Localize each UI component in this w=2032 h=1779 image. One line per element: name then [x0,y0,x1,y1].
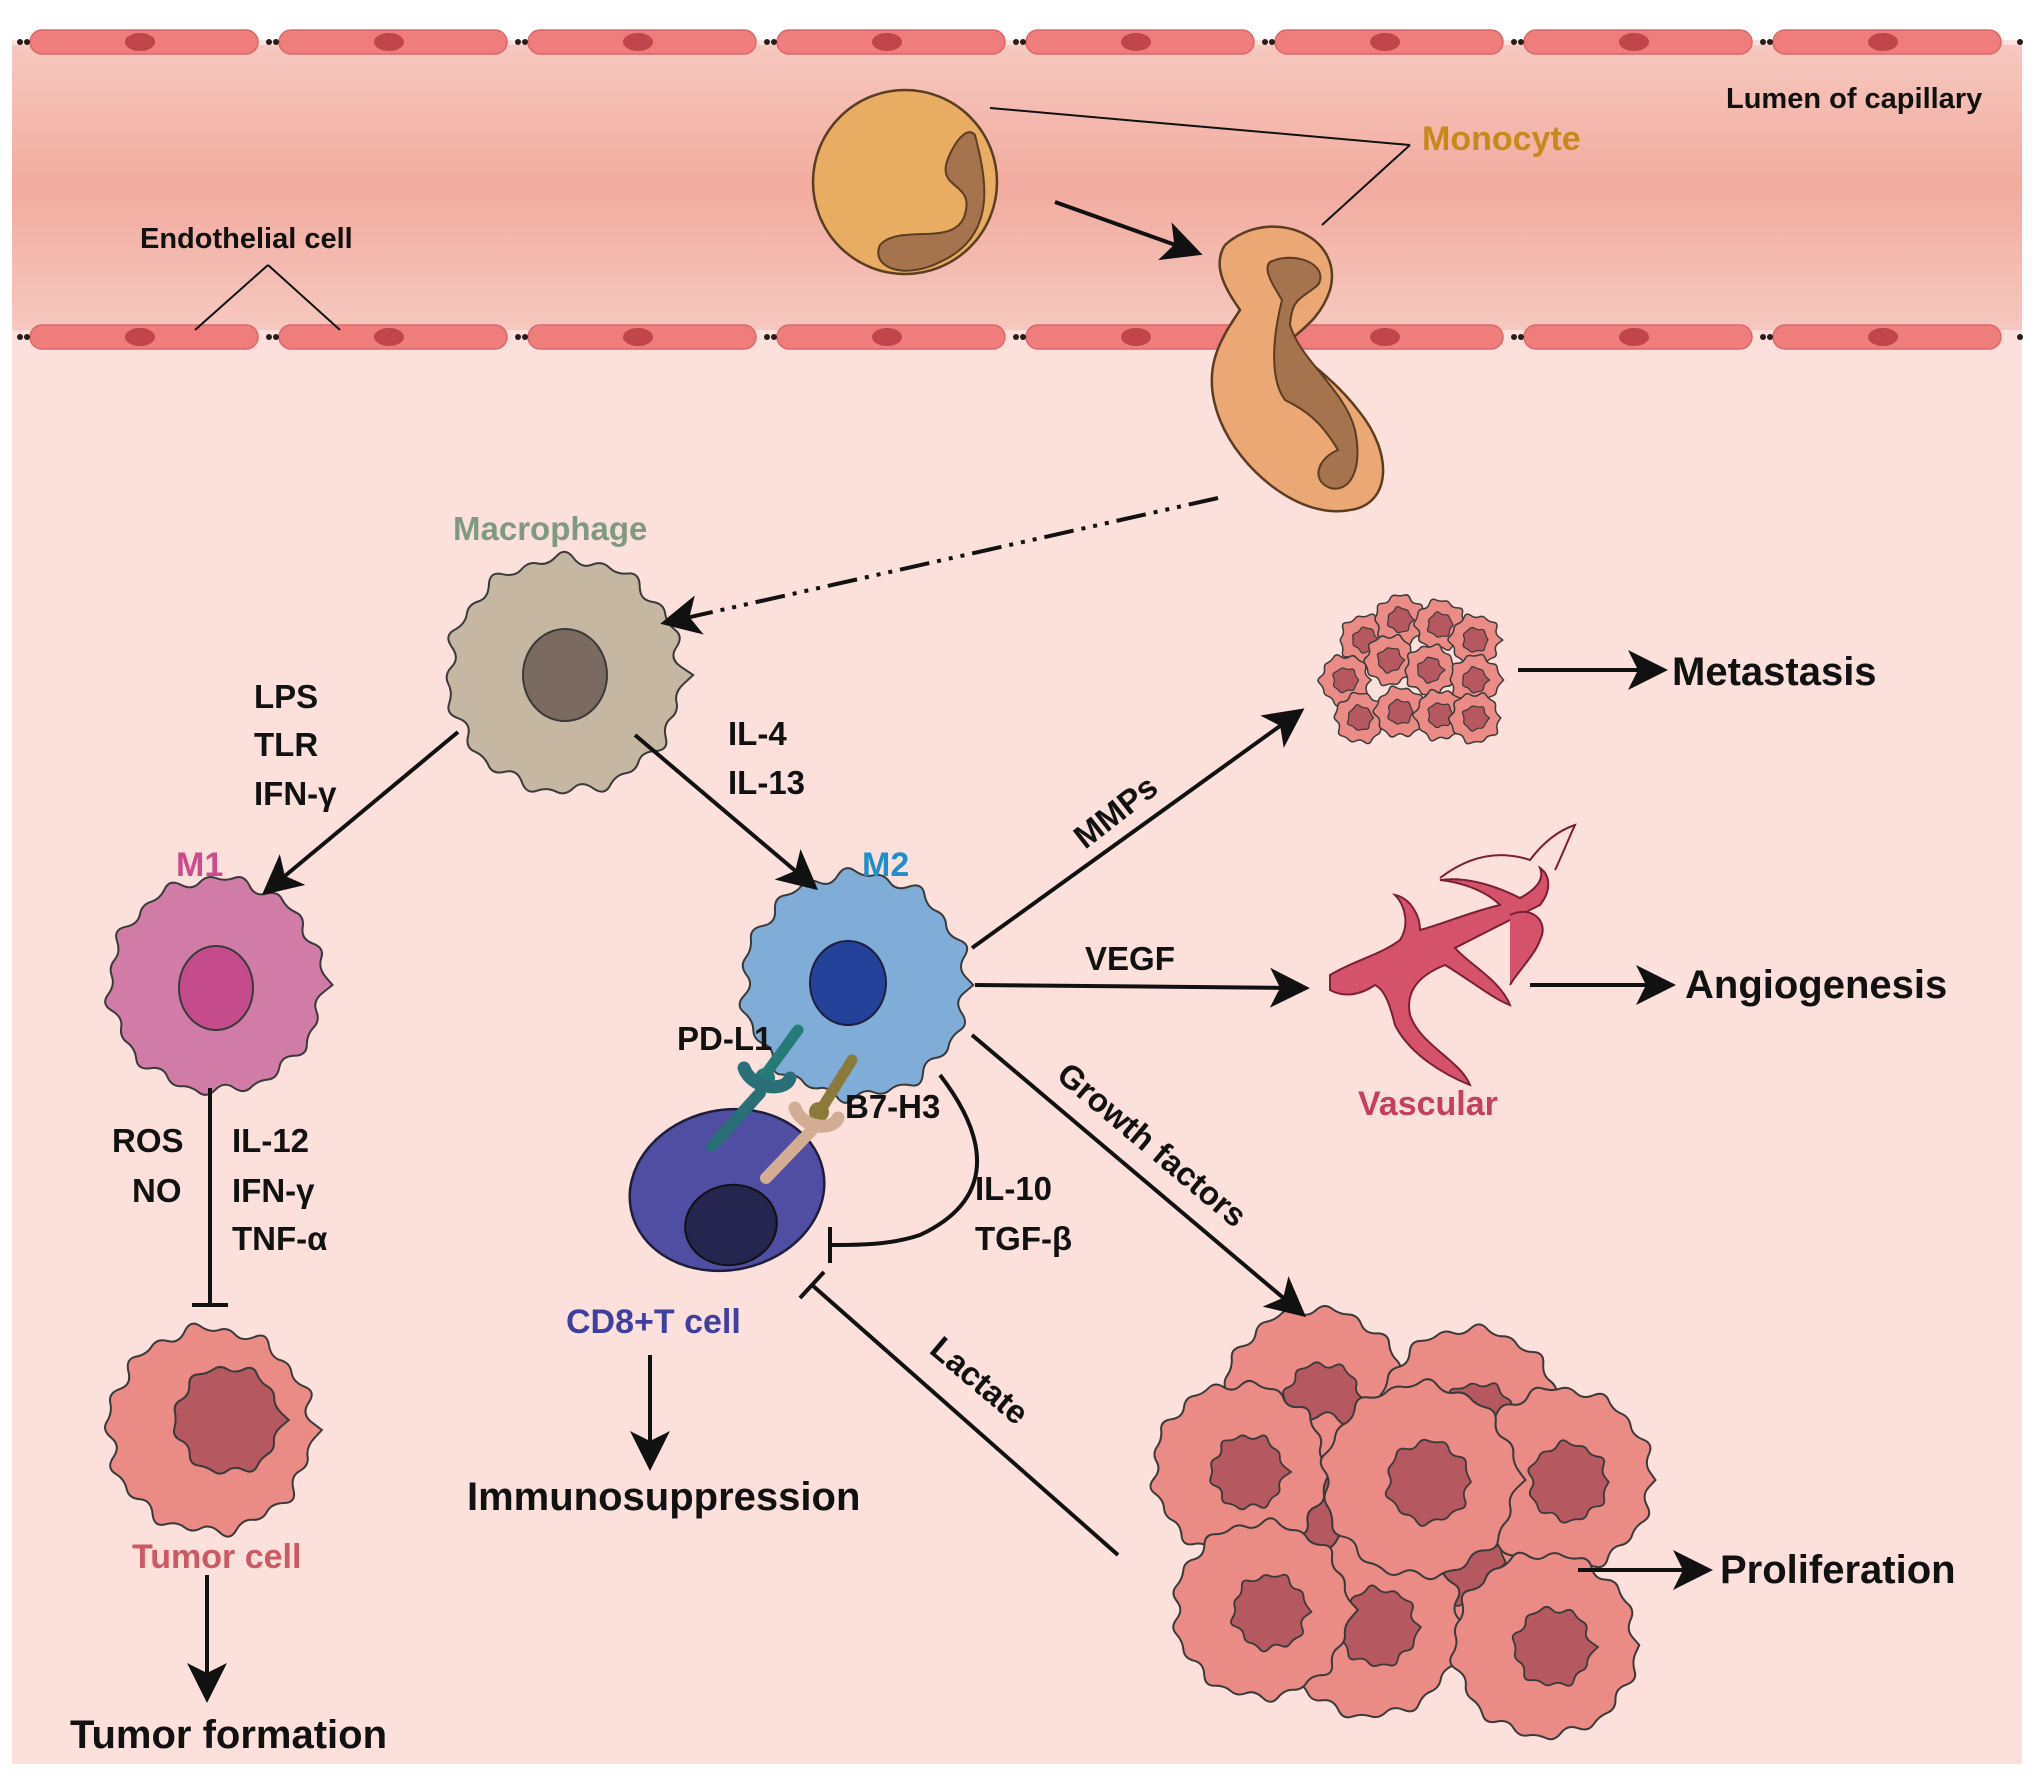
tgfb-label: TGF-β [975,1220,1072,1257]
metastasis-label: Metastasis [1672,650,1877,694]
m1-ros-label: ROS [112,1122,184,1159]
endothelial-cell [1772,29,2002,55]
cd8-t-cell [628,1107,826,1273]
growth-factors-arrow[interactable] [970,1033,1307,1318]
endothelial-label: Endothelial cell [140,223,353,255]
endothelial-cell [1274,324,1504,350]
endothelial-cell [527,324,757,350]
vascular-icon [1329,823,1577,1087]
vascular-label: Vascular [1358,1085,1498,1123]
tumor-cell-small [104,1322,324,1538]
metastatic-cell [1447,613,1504,666]
m2-macrophage-cell [738,867,975,1104]
pdl1-receptor-pair [706,1024,804,1152]
tumor-mass [1149,1305,1657,1741]
m1-ifng-label: IFN-γ [232,1172,315,1209]
proliferation-label: Proliferation [1720,1548,1956,1592]
lactate-inhibition-bar [798,1270,826,1300]
endothelial-cell [1274,29,1504,55]
tumor-mass-cell [1172,1517,1360,1703]
m1-inducer-tlr: TLR [254,726,318,763]
tumor-mass-cell [1319,1378,1527,1581]
endothelial-cell [1772,324,2002,350]
macrophage-cell [445,550,695,795]
m2-polarization-arrow[interactable] [633,733,819,891]
b7h3-label: B7-H3 [845,1088,940,1125]
metastatic-tumor-cluster [1317,594,1505,745]
metastatic-cell [1333,691,1391,745]
endothelial-cell [1025,29,1255,55]
endothelial-cell [278,324,508,350]
endothelial-cell [776,29,1006,55]
monocyte-transmigrating [1210,225,1385,513]
tumor-mass-cell [1449,1551,1641,1741]
m2-inducer-il13: IL-13 [728,764,805,801]
pdl1-label: PD-L1 [677,1020,772,1057]
metastatic-cell [1372,685,1430,738]
b7h3-receptor-pair [760,1054,858,1184]
lactate-inhibition-line [810,1283,1120,1557]
il10-label: IL-10 [975,1170,1052,1207]
m1-inducer-lps: LPS [254,678,318,715]
lumen-label: Lumen of capillary [1726,83,1982,115]
il10-inhibition-curve [829,1073,980,1247]
m2-inducer-il4: IL-4 [728,715,787,752]
endothelial-cell [278,29,508,55]
monocyte-connector-a [989,107,1411,146]
endothelial-cell [29,29,259,55]
m1-no-label: NO [132,1172,182,1209]
metastatic-cell [1363,633,1417,687]
m1-tnfa-label: TNF-α [232,1220,327,1257]
angiogenesis-label: Angiogenesis [1685,963,1947,1007]
monocyte-circulating [811,88,999,276]
endothelial-cell [776,324,1006,350]
capillary-lumen [12,45,2022,330]
endothelial-cell [527,29,757,55]
differentiation-arrow[interactable] [660,496,1219,635]
tumor-mass-cell [1149,1379,1334,1562]
mmps-arrow[interactable] [970,708,1305,950]
m1-label: M1 [176,846,223,884]
vegf-label: VEGF [1085,940,1175,977]
metastatic-cell [1404,643,1458,697]
metastatic-cell [1449,653,1505,707]
cd8-label: CD8+T cell [566,1303,741,1341]
metastatic-cell [1447,692,1502,745]
m1-il12-label: IL-12 [232,1122,309,1159]
immunosuppression-label: Immunosuppression [467,1475,860,1519]
endothelial-cell [1523,324,1753,350]
tumor-formation-label: Tumor formation [70,1713,387,1757]
tumor-mass-cell [1465,1386,1657,1574]
m1-inducer-ifng: IFN-γ [254,775,337,812]
m2-label: M2 [862,846,909,884]
endothelial-cell [1523,29,1753,55]
endothelial-connector-a [194,264,269,331]
m1-macrophage-cell [104,875,334,1096]
endothelial-cell [29,324,259,350]
tumor-cell-label: Tumor cell [132,1538,301,1576]
monocyte-migration-arrow[interactable] [1054,200,1203,261]
monocyte-connector-b [1321,144,1411,226]
macrophage-label: Macrophage [453,510,647,547]
endothelial-connector-b [267,264,341,331]
endothelial-layer [17,29,2023,350]
vegf-arrow[interactable] [974,967,1310,1008]
metastatic-cell [1374,594,1431,647]
m1-polarization-arrow[interactable] [261,730,460,896]
monocyte-label: Monocyte [1422,120,1581,158]
